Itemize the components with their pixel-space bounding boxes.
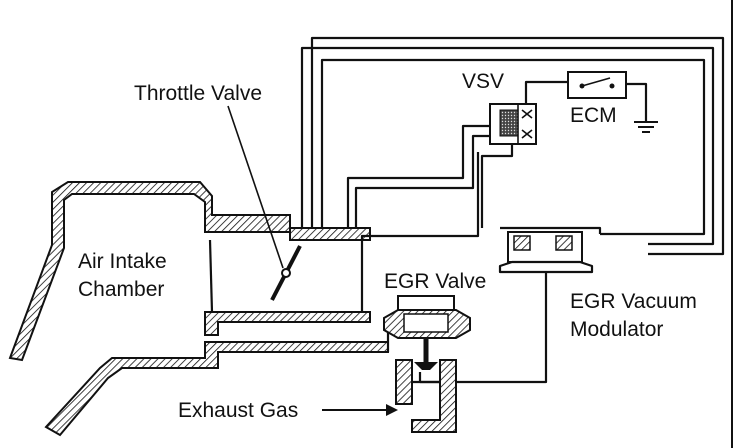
egr-vacuum-modulator bbox=[418, 226, 602, 384]
label-modulator: Modulator bbox=[570, 318, 663, 341]
label-egr-valve: EGR Valve bbox=[384, 270, 486, 293]
vacuum-hoses bbox=[300, 36, 725, 352]
ecm-switch bbox=[567, 71, 658, 133]
label-exhaust-gas: Exhaust Gas bbox=[178, 399, 298, 422]
label-egr-vacuum: EGR Vacuum bbox=[570, 290, 697, 313]
exhaust-gas-arrow bbox=[322, 404, 398, 416]
vsv-solenoid bbox=[480, 80, 570, 228]
throttle-valve bbox=[227, 105, 302, 301]
egr-valve bbox=[383, 295, 471, 433]
label-vsv: VSV bbox=[462, 70, 504, 93]
label-throttle-valve: Throttle Valve bbox=[134, 82, 262, 105]
air-intake-chamber bbox=[8, 181, 389, 437]
label-chamber: Chamber bbox=[78, 278, 164, 301]
label-air-intake: Air Intake bbox=[78, 250, 167, 273]
label-ecm: ECM bbox=[570, 104, 617, 127]
